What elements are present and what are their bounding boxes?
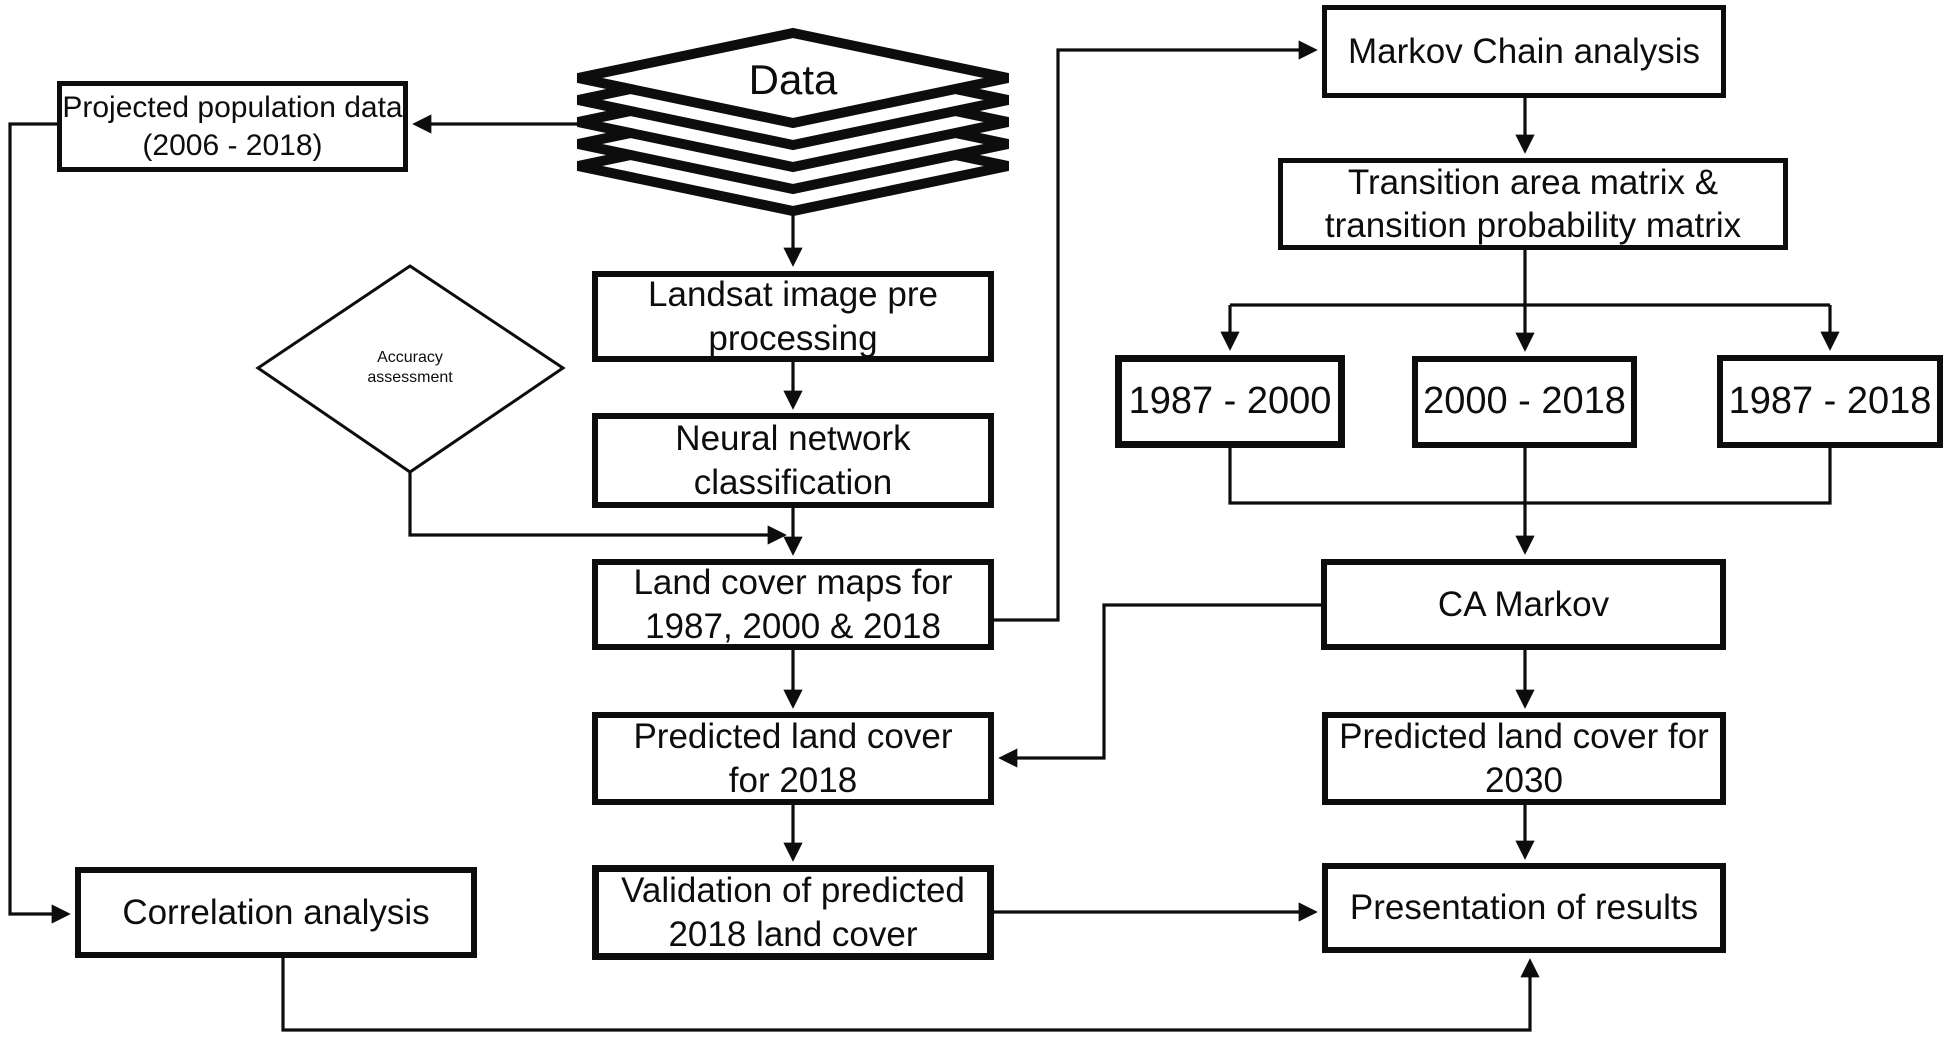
node-period-2000-2018: 2000 - 2018 xyxy=(1412,356,1637,448)
data-stack-sheet-1 xyxy=(576,27,1010,129)
node-ca-markov: CA Markov xyxy=(1321,559,1726,650)
node-markov-chain-analysis: Markov Chain analysis xyxy=(1322,5,1726,98)
node-landsat-preprocessing: Landsat image pre processing xyxy=(592,271,994,362)
node-period-1987-2000: 1987 - 2000 xyxy=(1115,355,1345,448)
node-correlation-analysis: Correlation analysis xyxy=(75,867,477,958)
node-validation-2018: Validation of predicted 2018 land cover xyxy=(592,865,994,960)
wire-population-to-correlation xyxy=(8,122,71,924)
data-stack-label: Data xyxy=(748,56,838,104)
wire-correlation-to-presentation xyxy=(281,958,1540,1032)
node-period-1987-2018: 1987 - 2018 xyxy=(1717,355,1943,448)
wire-camarkov-to-predicted2018 xyxy=(998,603,1321,768)
node-accuracy-assessment: Accuracy assessment xyxy=(367,348,453,386)
node-projected-population: Projected population data (2006 - 2018) xyxy=(57,81,408,172)
wire-periods-join xyxy=(1228,448,1832,505)
node-land-cover-maps: Land cover maps for 1987, 2000 & 2018 xyxy=(592,559,994,650)
node-neural-network-classification: Neural network classification xyxy=(592,413,994,508)
node-presentation-of-results: Presentation of results xyxy=(1322,863,1726,953)
wire-accuracy-to-landcover xyxy=(408,470,787,545)
accuracy-diamond-shape xyxy=(255,264,566,474)
node-transition-matrix: Transition area matrix & transition prob… xyxy=(1278,158,1788,250)
data-stack-icon xyxy=(576,27,1010,217)
node-predicted-land-cover-2030: Predicted land cover for 2030 xyxy=(1322,712,1726,805)
wire-landcover-to-markovchain xyxy=(994,40,1318,622)
node-predicted-land-cover-2018: Predicted land cover for 2018 xyxy=(592,712,994,805)
